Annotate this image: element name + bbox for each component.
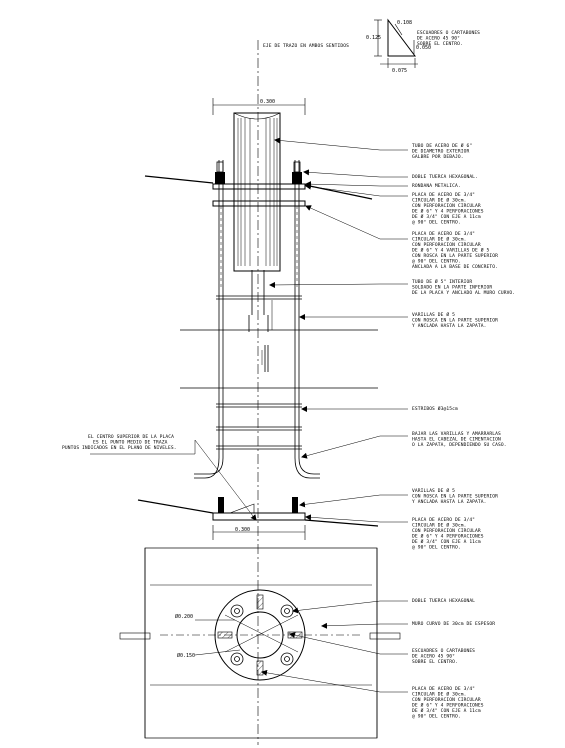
plan-inner-dia: Ø0.150 — [177, 652, 195, 659]
note-washer: RONDANA METALICA. — [412, 183, 461, 189]
leader-lines — [90, 137, 408, 693]
steel-pipe — [233, 112, 281, 272]
threaded-rods — [194, 160, 320, 479]
note-plan-wall: MURO CURVO DE 30cm DE ESPESOR — [412, 621, 495, 627]
gusset-detail: 0.108 0.125 0.050 0.075 ESCUADRES O CART… — [366, 18, 483, 74]
note-left: EL CENTRO SUPERIOR DE LA PLACA ES EL PUN… — [62, 434, 177, 451]
plan-view: Ø0.200 Ø0.150 — [119, 547, 401, 739]
note-rods: VARILLAS DE Ø 5 CON ROSCA EN LA PARTE SU… — [412, 311, 501, 329]
nut-right — [292, 172, 302, 184]
plan-bolt-holes — [230, 604, 294, 666]
plan-plate-outer — [214, 589, 306, 681]
gusset-dim-top: 0.108 — [397, 20, 412, 26]
nut-left — [215, 172, 225, 184]
base-width-dim: 0.300 — [235, 527, 250, 533]
annotations: TUBO DE ACERO DE Ø 6" DE DIAMETRO EXTERI… — [62, 142, 515, 720]
plan-pipe-inner — [236, 611, 284, 659]
gusset-dim-right: 0.050 — [416, 45, 431, 51]
plan-outer-dia: Ø0.200 — [175, 613, 193, 620]
mid-steel-plate — [212, 200, 306, 207]
note-stirrups: ESTRIBOS Ø3@15cm — [412, 405, 458, 412]
gusset-label: ESCUADRES O CARTABONES DE ACERO 45 90° S… — [417, 30, 483, 47]
note-rods-b: VARILLAS DE Ø 5 CON ROSCA EN LA PARTE SU… — [412, 487, 501, 505]
note-plan-plate: PLACA DE ACERO DE 3/4" CIRCULAR DE Ø 30c… — [412, 686, 487, 720]
note-pipe: TUBO DE ACERO DE Ø 6" DE DIAMETRO EXTERI… — [412, 142, 475, 160]
plan-wall-outline — [144, 547, 378, 739]
gusset-dim-left: 0.125 — [366, 35, 381, 41]
gusset-dim-bottom: 0.075 — [392, 68, 407, 74]
base-plate — [137, 497, 379, 527]
slope-line-left — [144, 175, 214, 184]
top-steel-plate — [212, 183, 306, 190]
note-mid-plate: PLACA DE ACERO DE 3/4" CIRCULAR DE Ø 30c… — [412, 231, 501, 270]
note-plan-nut: DOBLE TUERCA HEXAGONAL — [412, 598, 475, 604]
note-plate-b: PLACA DE ACERO DE 3/4" CIRCULAR DE Ø 30c… — [412, 517, 487, 551]
elevation-view: EJE DE TRAZO EN AMBOS SENTIDOS 0.300 — [137, 40, 379, 745]
note-double-nut: DOBLE TUERCA HEXAGONAL. — [412, 174, 478, 180]
axis-label: EJE DE TRAZO EN AMBOS SENTIDOS — [263, 43, 349, 49]
curved-wall — [180, 329, 378, 389]
note-inner-pipe: TUBO DE Ø 5" INTERIOR SOLDADO EN LA PART… — [412, 278, 515, 296]
gusset-triangle — [387, 18, 416, 57]
inner-pipe — [248, 270, 273, 372]
note-low-rods: BAJAR LAS VARILLAS Y AMARRARLAS HASTA EL… — [412, 431, 507, 448]
note-top-plate: PLACA DE ACERO DE 3/4" CIRCULAR DE Ø 30c… — [412, 192, 487, 226]
note-plan-gussets: ESCUADRES O CARTABONES DE ACERO 45 90° S… — [412, 648, 478, 665]
top-width-dim: 0.300 — [260, 99, 275, 105]
stirrups — [216, 295, 302, 450]
